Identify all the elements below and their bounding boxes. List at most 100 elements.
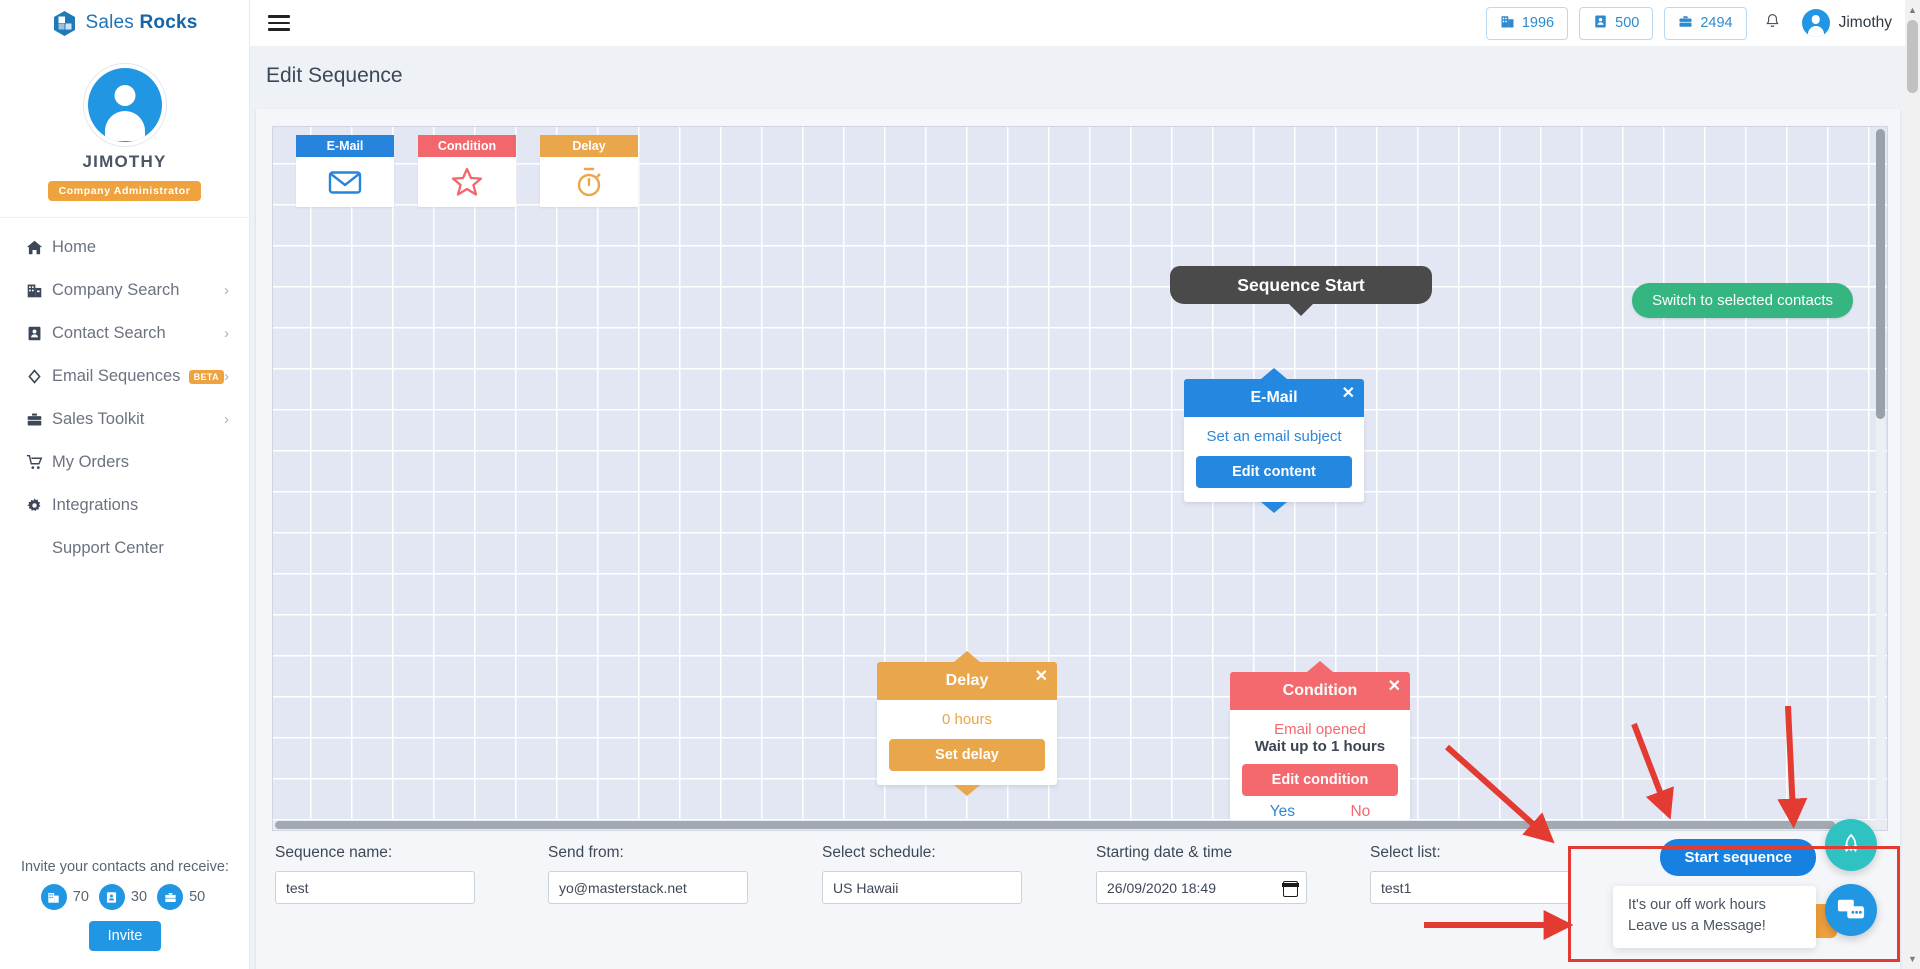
- hamburger-menu-icon[interactable]: [268, 11, 290, 35]
- credit-pill-company[interactable]: 1996: [1485, 6, 1569, 40]
- sidebar-item-label: Contact Search: [52, 324, 166, 342]
- canvas-vertical-scrollbar[interactable]: [1876, 129, 1885, 829]
- field-label: Sequence name:: [275, 844, 393, 861]
- chevron-right-icon: ›: [224, 368, 229, 385]
- sidebar-item-email-sequences[interactable]: Email Sequences BETA ›: [0, 355, 249, 398]
- credit-value: 500: [1615, 15, 1640, 31]
- sidebar-item-contact-search[interactable]: Contact Search ›: [0, 312, 249, 355]
- send-from-input[interactable]: [548, 871, 748, 904]
- condition-type: Email opened: [1274, 721, 1366, 738]
- brand-name-bold: Rocks: [139, 12, 198, 33]
- close-icon[interactable]: ✕: [1387, 678, 1401, 695]
- sidebar-item-label: Support Center: [52, 539, 164, 557]
- node-connector-top: [954, 651, 980, 662]
- node-connector-bottom: [1261, 502, 1287, 513]
- credit-value: 1996: [1521, 15, 1555, 31]
- invite-button[interactable]: Invite: [88, 921, 162, 951]
- start-sequence-button[interactable]: Start sequence: [1660, 839, 1816, 876]
- close-icon[interactable]: ✕: [1034, 668, 1048, 685]
- bell-icon[interactable]: [1758, 12, 1787, 35]
- building-icon: [26, 282, 52, 299]
- role-badge: Company Administrator: [47, 181, 202, 201]
- invite-title: Invite your contacts and receive:: [21, 859, 229, 875]
- sidebar-item-sales-toolkit[interactable]: Sales Toolkit ›: [0, 398, 249, 441]
- chevron-right-icon: ›: [224, 282, 229, 299]
- select-schedule-input[interactable]: [822, 871, 1022, 904]
- sequence-editor-panel: E-Mail Condition Delay: [256, 109, 1900, 969]
- contact-card-icon: [98, 884, 125, 910]
- edit-content-button[interactable]: Edit content: [1196, 456, 1352, 488]
- palette-item-label: E-Mail: [296, 135, 394, 157]
- credit-value: 2494: [1700, 15, 1733, 31]
- sequence-name-input[interactable]: [275, 871, 475, 904]
- node-connector-top: [1261, 368, 1287, 379]
- sidebar-item-label: Home: [52, 238, 97, 256]
- user-name: Jimothy: [1838, 14, 1892, 31]
- node-title: E-Mail: [1250, 389, 1298, 406]
- select-list-input[interactable]: [1370, 871, 1570, 904]
- edit-condition-button[interactable]: Edit condition: [1242, 764, 1398, 796]
- top-bar: 1996 500 2494 Jimothy: [250, 0, 1920, 46]
- credit-pill-toolkit[interactable]: 2494: [1664, 6, 1747, 40]
- condition-branch-yes[interactable]: Yes: [1269, 803, 1296, 820]
- sequence-settings-form: Sequence name: Send from: Select schedul…: [272, 844, 1888, 954]
- sidebar: Sales Rocks JIMOTHY Company Administrato…: [0, 0, 250, 969]
- brand-name-light: Sales: [85, 12, 134, 33]
- field-select-list: Select list:: [1370, 844, 1570, 904]
- shopping-cart-icon: [26, 454, 52, 471]
- invite-panel: Invite your contacts and receive: 70 30 …: [0, 859, 250, 951]
- canvas-horizontal-scrollbar[interactable]: [273, 820, 1887, 830]
- chat-message-line2: Leave us a Message!: [1628, 918, 1766, 935]
- rocket-icon[interactable]: [1825, 819, 1877, 871]
- node-email[interactable]: E-Mail ✕ Set an email subject Edit conte…: [1184, 368, 1364, 513]
- sidebar-nav: Home Company Search › Contact Search ›: [0, 218, 249, 570]
- palette-item-condition[interactable]: Condition: [418, 135, 516, 207]
- credit-pill-contact[interactable]: 500: [1579, 6, 1654, 40]
- scroll-down-icon[interactable]: ▼: [1908, 954, 1917, 964]
- field-sequence-name: Sequence name:: [275, 844, 475, 904]
- sidebar-item-label: Sales Toolkit: [52, 410, 145, 428]
- canvas-grid: [273, 127, 1887, 830]
- brand-logo[interactable]: Sales Rocks: [0, 0, 249, 46]
- starting-datetime-input[interactable]: [1096, 871, 1307, 904]
- palette-item-label: Delay: [540, 135, 638, 157]
- node-palette: E-Mail Condition Delay: [296, 135, 638, 207]
- gear-icon: [26, 497, 52, 514]
- sidebar-item-integrations[interactable]: Integrations: [0, 484, 249, 527]
- chat-bubbles-icon[interactable]: [1825, 884, 1877, 936]
- sequence-canvas[interactable]: E-Mail Condition Delay: [272, 126, 1888, 831]
- diamond-icon: [26, 368, 52, 385]
- palette-item-delay[interactable]: Delay: [540, 135, 638, 207]
- close-icon[interactable]: ✕: [1341, 385, 1355, 402]
- field-select-schedule: Select schedule:: [822, 844, 1022, 904]
- chat-message-line1: It's our off work hours: [1628, 897, 1766, 913]
- sidebar-item-my-orders[interactable]: My Orders: [0, 441, 249, 484]
- set-delay-button[interactable]: Set delay: [889, 739, 1045, 771]
- sidebar-item-home[interactable]: Home: [0, 226, 249, 269]
- sales-rocks-logo-icon: [51, 10, 78, 37]
- node-connector-bottom: [954, 785, 980, 796]
- palette-item-label: Condition: [418, 135, 516, 157]
- node-condition[interactable]: Condition ✕ Email opened Wait up to 1 ho…: [1230, 661, 1410, 830]
- node-subtitle: 0 hours: [941, 711, 993, 728]
- user-menu[interactable]: Jimothy: [1801, 9, 1892, 37]
- sidebar-item-company-search[interactable]: Company Search ›: [0, 269, 249, 312]
- scroll-up-icon[interactable]: ▲: [1908, 5, 1917, 15]
- chat-offline-message[interactable]: It's our off work hours Leave us a Messa…: [1613, 886, 1816, 949]
- switch-to-selected-contacts-button[interactable]: Switch to selected contacts: [1632, 283, 1853, 318]
- node-subtitle: Set an email subject: [1206, 428, 1342, 445]
- sidebar-item-label: Company Search: [52, 281, 180, 299]
- field-send-from: Send from:: [548, 844, 748, 904]
- sidebar-item-support-center[interactable]: Support Center: [0, 527, 249, 570]
- sidebar-item-label: Email Sequences: [52, 367, 181, 385]
- page-vertical-scrollbar[interactable]: ▲ ▼: [1905, 0, 1920, 969]
- palette-item-email[interactable]: E-Mail: [296, 135, 394, 207]
- profile-block: JIMOTHY Company Administrator: [0, 46, 249, 218]
- invite-credit-value: 30: [130, 889, 148, 905]
- condition-branch-no[interactable]: No: [1350, 803, 1371, 820]
- node-delay[interactable]: Delay ✕ 0 hours Set delay: [877, 651, 1057, 796]
- briefcase-icon: [1678, 14, 1693, 33]
- briefcase-icon: [26, 411, 52, 428]
- invite-credit-value: 70: [72, 889, 89, 905]
